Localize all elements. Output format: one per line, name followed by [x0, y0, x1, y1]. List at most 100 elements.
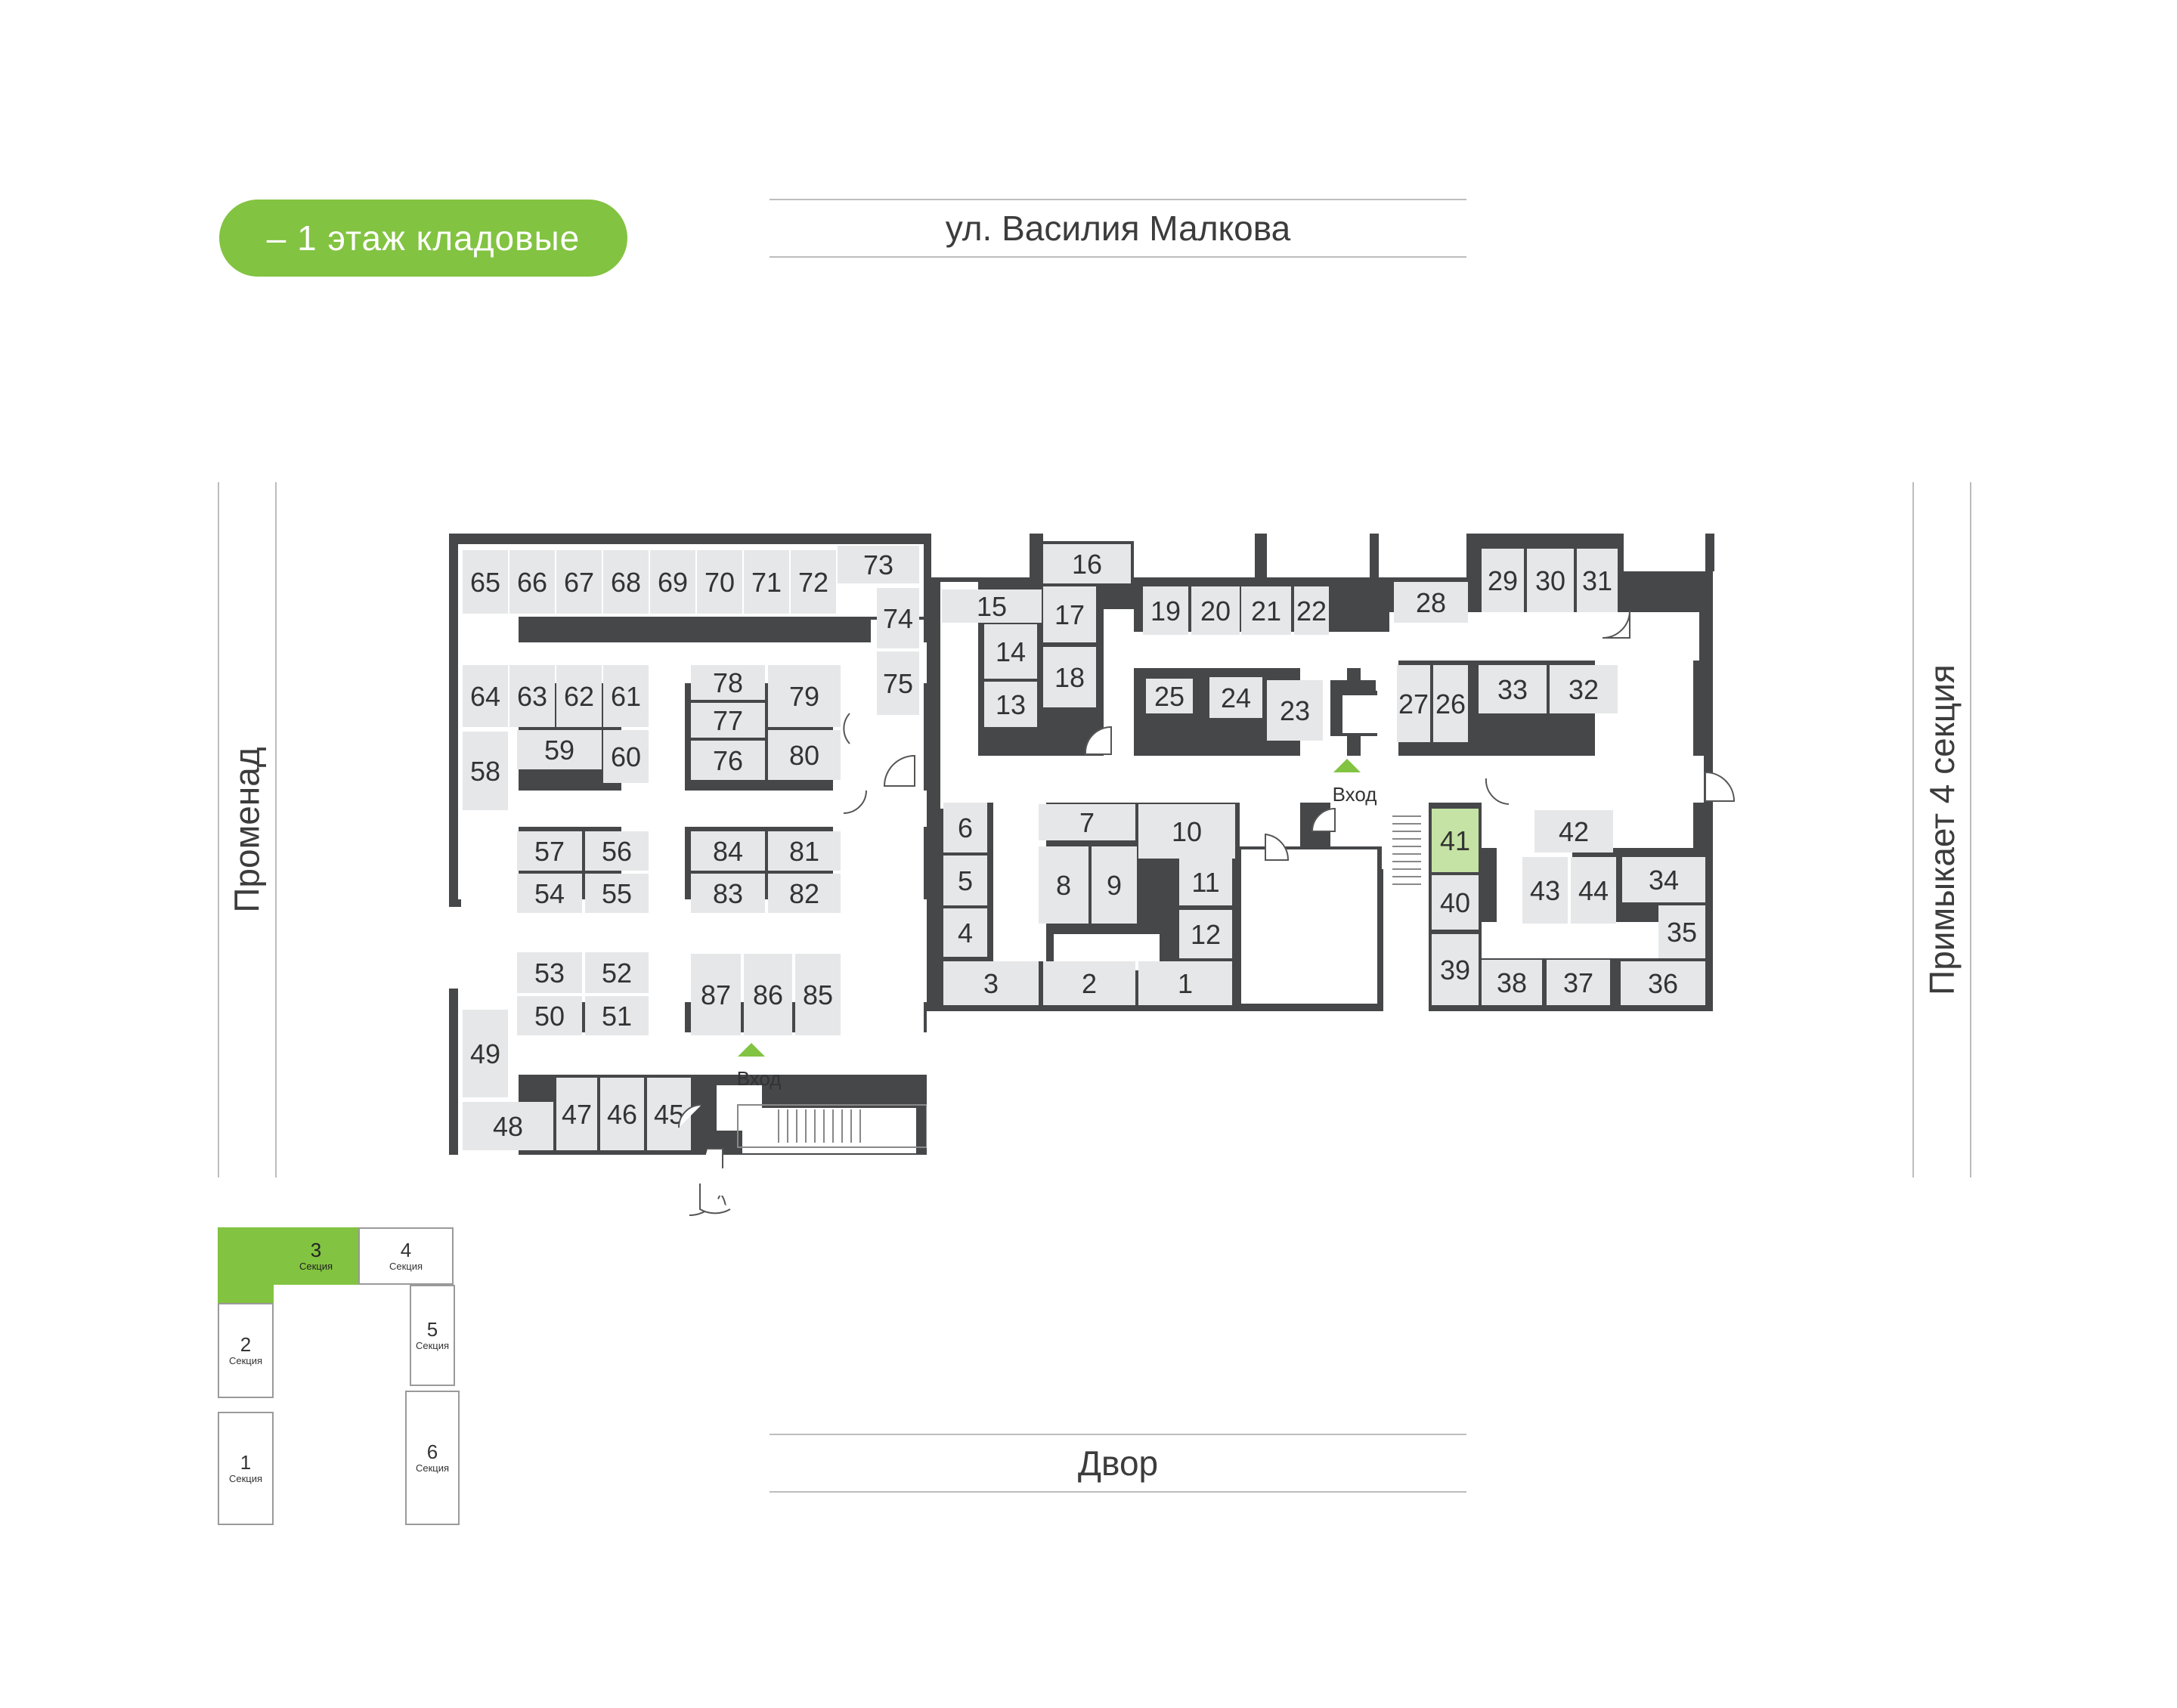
storage-unit[interactable] [877, 588, 919, 648]
storage-unit[interactable] [600, 1078, 644, 1150]
storage-unit[interactable] [1138, 804, 1235, 859]
storage-unit[interactable] [585, 874, 649, 913]
storage-unit[interactable] [463, 1010, 508, 1097]
storage-unit[interactable] [509, 665, 555, 727]
storage-unit[interactable] [1658, 905, 1705, 958]
storage-unit[interactable] [791, 550, 836, 614]
storage-unit[interactable] [1043, 544, 1131, 583]
section-current[interactable] [218, 1227, 274, 1303]
storage-unit[interactable] [1577, 549, 1618, 612]
storage-unit[interactable] [1394, 582, 1468, 623]
storage-unit-highlighted[interactable] [1432, 809, 1479, 872]
storage-unit[interactable] [1550, 665, 1618, 713]
storage-unit[interactable] [1482, 549, 1524, 612]
storage-unit[interactable] [1479, 665, 1547, 713]
storage-unit[interactable] [585, 996, 649, 1035]
storage-unit[interactable] [1432, 934, 1479, 1005]
storage-unit[interactable] [1294, 586, 1329, 635]
storage-unit[interactable] [556, 1078, 597, 1150]
storage-unit[interactable] [517, 874, 582, 913]
storage-unit[interactable] [691, 741, 765, 780]
wall-stub [1036, 534, 1043, 571]
storage-unit[interactable] [603, 665, 649, 727]
storage-unit[interactable] [1433, 665, 1468, 742]
storage-unit[interactable] [1482, 960, 1542, 1005]
storage-unit[interactable] [691, 703, 765, 738]
storage-unit[interactable] [603, 550, 649, 614]
storage-unit[interactable] [768, 665, 841, 727]
storage-unit[interactable] [1522, 857, 1568, 924]
storage-unit[interactable] [943, 908, 987, 957]
storage-unit[interactable] [1138, 961, 1232, 1005]
storage-unit[interactable] [1267, 680, 1323, 741]
storage-unit[interactable] [744, 954, 792, 1035]
storage-unit[interactable] [984, 682, 1037, 727]
storage-unit[interactable] [877, 651, 919, 715]
storage-unit[interactable] [463, 665, 508, 727]
storage-unit[interactable] [585, 831, 649, 871]
storage-unit[interactable] [795, 954, 841, 1035]
storage-unit[interactable] [1043, 647, 1096, 707]
storage-unit[interactable] [1432, 875, 1479, 930]
storage-unit[interactable] [768, 730, 841, 780]
storage-unit[interactable] [1621, 961, 1705, 1005]
storage-unit[interactable] [838, 546, 919, 583]
storage-unit[interactable] [463, 732, 508, 810]
storage-unit[interactable] [691, 831, 765, 871]
storage-unit[interactable] [517, 831, 582, 871]
storage-unit[interactable] [1146, 679, 1193, 713]
storage-unit[interactable] [691, 665, 765, 700]
storage-unit[interactable] [1241, 586, 1291, 635]
storage-unit[interactable] [1191, 586, 1240, 635]
storage-unit[interactable] [509, 550, 555, 614]
storage-unit[interactable] [463, 1102, 553, 1150]
storage-unit[interactable] [1179, 859, 1232, 905]
storage-unit[interactable] [1622, 857, 1705, 902]
storage-unit[interactable] [517, 996, 582, 1035]
storage-unit[interactable] [1397, 665, 1430, 742]
storage-unit[interactable] [942, 589, 1042, 623]
storage-unit[interactable] [517, 952, 582, 993]
storage-unit[interactable] [697, 550, 742, 614]
storage-unit-label: 43 [1530, 875, 1560, 906]
storage-unit[interactable] [943, 856, 987, 905]
storage-unit[interactable] [517, 730, 602, 769]
storage-unit[interactable] [1043, 961, 1135, 1005]
storage-unit[interactable] [1043, 586, 1096, 642]
storage-unit[interactable] [1571, 857, 1616, 924]
storage-unit[interactable] [650, 550, 695, 614]
storage-unit[interactable] [691, 874, 765, 913]
storage-unit[interactable] [1143, 586, 1188, 635]
storage-unit[interactable] [585, 952, 649, 993]
storage-unit[interactable] [1547, 960, 1610, 1005]
floor-badge[interactable]: – 1 этаж кладовые [219, 200, 627, 277]
storage-unit[interactable] [768, 874, 841, 913]
storage-unit[interactable] [1092, 846, 1137, 924]
storage-unit[interactable] [1039, 804, 1135, 840]
storage-unit[interactable] [556, 550, 602, 614]
storage-unit[interactable] [943, 803, 987, 852]
storage-unit[interactable] [1209, 677, 1262, 718]
storage-unit[interactable] [768, 831, 841, 871]
street-top-label: ул. Василия Малкова [945, 209, 1291, 248]
storage-unit-label: 78 [713, 667, 743, 698]
storage-unit[interactable] [556, 665, 602, 727]
storage-unit[interactable] [744, 550, 789, 614]
storage-unit[interactable] [1527, 549, 1574, 612]
storage-unit[interactable] [1179, 910, 1232, 958]
storage-unit[interactable] [984, 624, 1037, 679]
storage-unit[interactable] [1534, 810, 1613, 852]
storage-unit[interactable] [943, 961, 1039, 1005]
storage-unit[interactable] [1039, 846, 1088, 924]
exterior-gap [927, 1011, 942, 1155]
storage-unit[interactable] [691, 954, 741, 1035]
storage-unit[interactable] [463, 550, 508, 614]
storage-unit[interactable] [603, 730, 649, 783]
storage-unit-label: 74 [883, 603, 913, 634]
